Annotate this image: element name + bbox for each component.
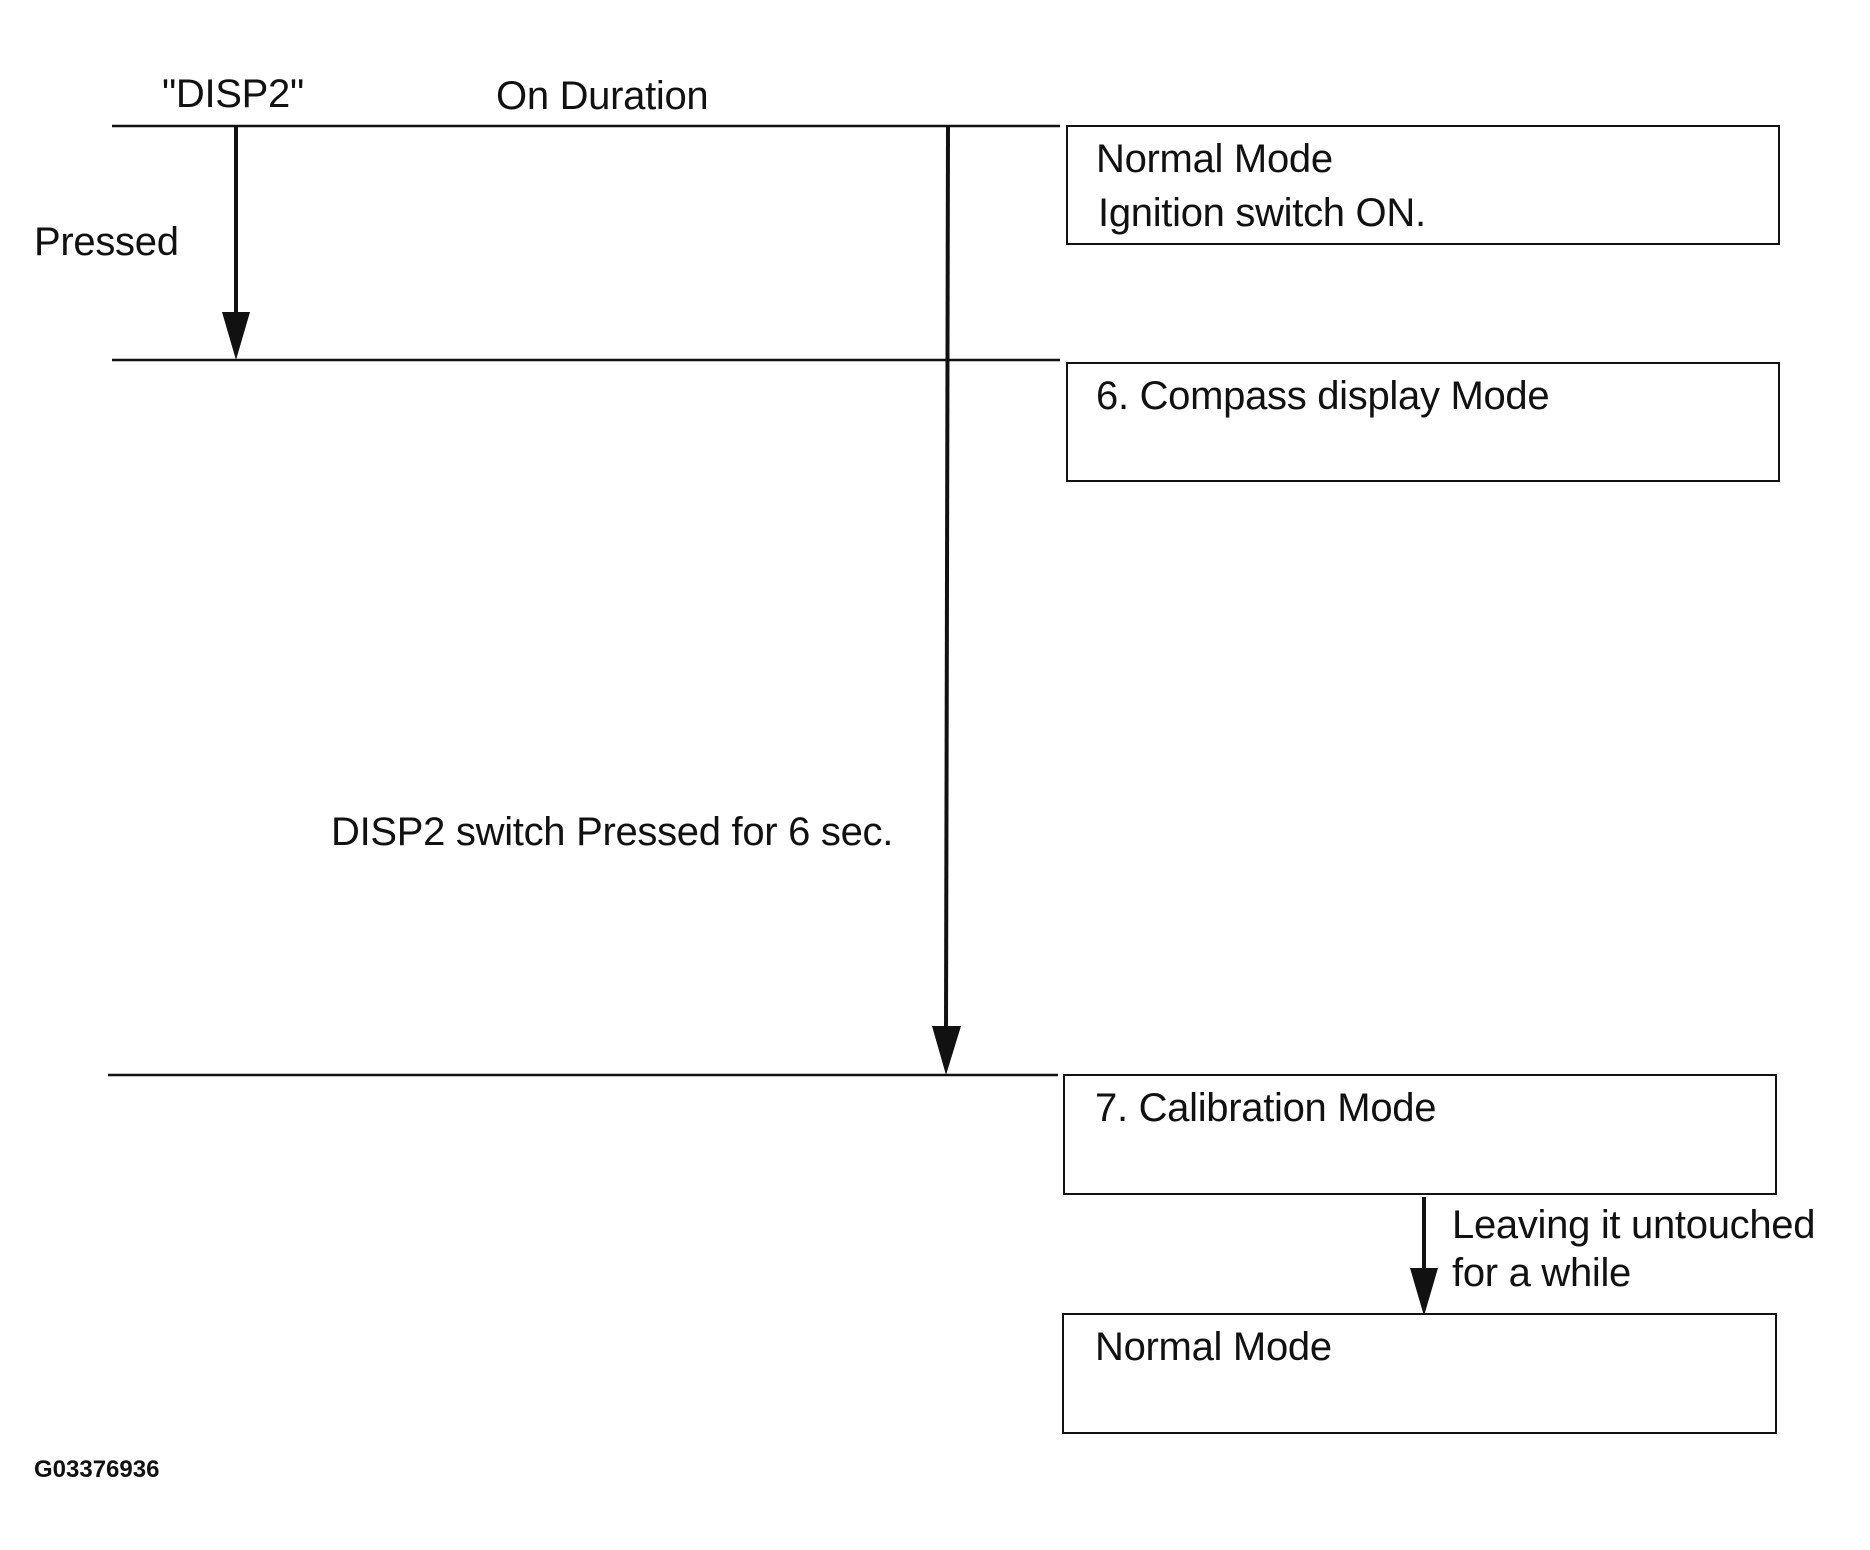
mode-box-title: 7. Calibration Mode	[1095, 1086, 1437, 1130]
on-duration-label: On Duration	[496, 74, 709, 118]
figure-id: G03376936	[34, 1456, 160, 1483]
mode-box-compass-display: 6. Compass display Mode	[1066, 362, 1780, 482]
mode-box-title: Normal Mode	[1095, 1325, 1332, 1369]
long-press-arrow-shaft	[944, 125, 950, 1031]
mode-box-title: 6. Compass display Mode	[1096, 374, 1550, 418]
mode-box-normal-initial: Normal Mode Ignition switch ON.	[1066, 125, 1780, 245]
mode-box-title: Normal Mode	[1096, 137, 1333, 181]
long-press-label: DISP2 switch Pressed for 6 sec.	[331, 810, 894, 854]
pressed-label: Pressed	[34, 220, 179, 264]
mode-box-calibration: 7. Calibration Mode	[1063, 1074, 1777, 1195]
timeout-label-line1: Leaving it untouched	[1452, 1203, 1816, 1247]
timeout-label-line2: for a while	[1452, 1251, 1632, 1295]
mode-box-normal-final: Normal Mode	[1062, 1313, 1777, 1434]
switch-label: "DISP2"	[162, 72, 304, 116]
pressed-arrow-head	[222, 312, 250, 360]
timeout-arrow-head	[1410, 1268, 1438, 1316]
mode-box-subtitle: Ignition switch ON.	[1098, 191, 1426, 235]
long-press-arrow-head	[932, 1026, 961, 1075]
